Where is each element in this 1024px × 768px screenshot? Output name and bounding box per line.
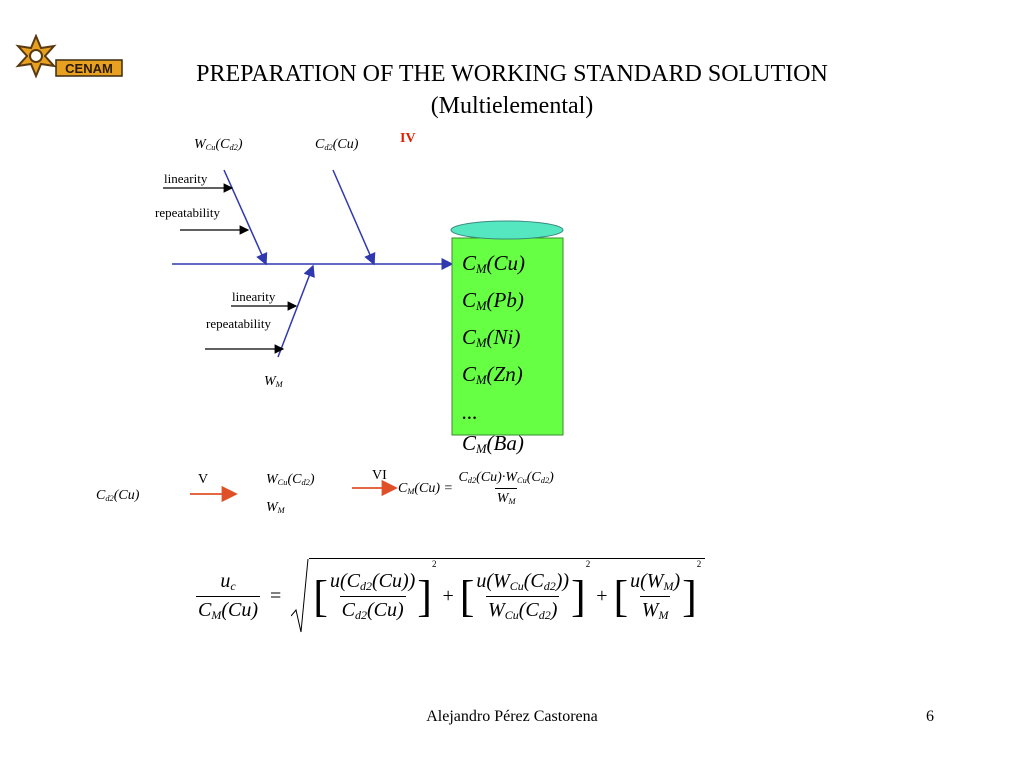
term-wm: u(WM) WM	[630, 570, 681, 622]
page-number: 6	[926, 708, 934, 725]
effect-list: CM(Cu) CM(Pb) CM(Ni) CM(Zn) ... CM(Ba)	[462, 248, 525, 465]
sub-cause-repeatability-top: repeatability	[155, 205, 220, 220]
effect-cylinder-body	[451, 237, 564, 436]
term-cd2: u(Cd2(Cu)) Cd2(Cu)	[329, 570, 416, 622]
page-title: PREPARATION OF THE WORKING STANDARD SOLU…	[0, 58, 1024, 122]
cause-wcu-cd2: WCu(Cd2)	[194, 137, 243, 153]
effect-cylinder-top	[450, 220, 564, 240]
step-vi-label: VI	[372, 468, 387, 483]
effect-cm-cu: CM(Cu)	[462, 251, 526, 277]
footer-author: Alejandro Pérez Castorena	[426, 708, 598, 725]
step-vi-formula: CM(Cu) = Cd2(Cu)·WCu(Cd2) WM	[398, 470, 554, 507]
effect-cm-ni: CM(Ni)	[462, 325, 521, 351]
combined-uncertainty-formula: uc CM(Cu) = [ u(Cd2(Cu)) Cd2(Cu) ]2 + [ …	[196, 558, 706, 634]
term-wcu: u(WCu(Cd2)) WCu(Cd2)	[476, 570, 570, 622]
step-v-result-wm: WM	[266, 500, 285, 516]
sub-cause-linearity-bottom: linearity	[232, 289, 276, 304]
step-v-label: V	[198, 472, 209, 487]
title-line-1: PREPARATION OF THE WORKING STANDARD SOLU…	[196, 61, 828, 87]
sub-cause-repeatability-bottom: repeatability	[206, 316, 271, 331]
cause-wm: WM	[264, 374, 283, 390]
branch-top-left	[223, 169, 268, 266]
effect-cm-ba: CM(Ba)	[462, 430, 524, 456]
title-line-2: (Multielemental)	[430, 93, 594, 119]
step-input-cd2-cu: Cd2(Cu)	[96, 488, 140, 504]
formula-sqrt: [ u(Cd2(Cu)) Cd2(Cu) ]2 + [ u(WCu(Cd2)) …	[291, 558, 706, 634]
branch-top-right	[332, 169, 376, 266]
branch-bottom	[277, 264, 315, 358]
effect-ellipsis: ...	[462, 399, 478, 424]
formula-lhs: uc CM(Cu)	[196, 569, 261, 622]
sub-cause-linearity-top: linearity	[164, 171, 208, 186]
effect-cm-pb: CM(Pb)	[462, 288, 524, 314]
cenam-logo: CENAM	[14, 33, 124, 84]
step-v-result-wcu: WCu(Cd2)	[266, 472, 315, 488]
roman-label-iv: IV	[400, 131, 416, 146]
logo-text: CENAM	[65, 61, 113, 76]
effect-cm-zn: CM(Zn)	[462, 362, 523, 388]
cause-cd2-cu: Cd2(Cu)	[315, 137, 359, 153]
